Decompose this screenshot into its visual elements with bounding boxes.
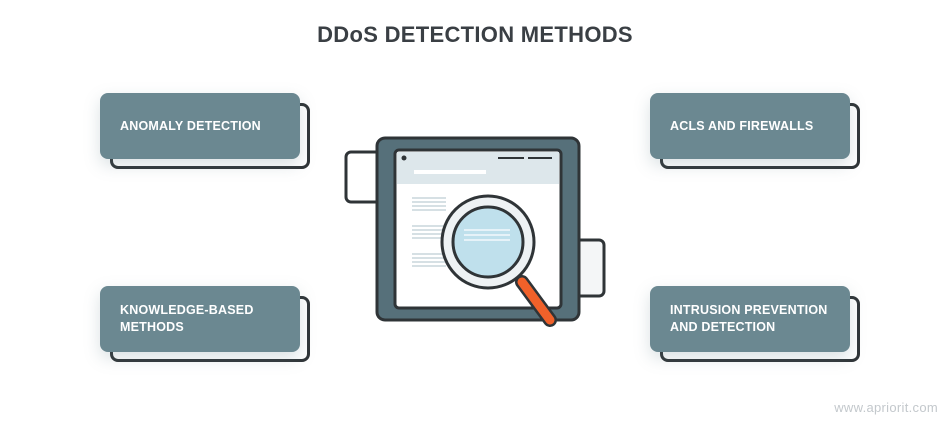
method-card-knowledge-based-methods: KNOWLEDGE-BASED METHODS — [100, 286, 310, 362]
card-fill: ANOMALY DETECTION — [100, 93, 300, 159]
method-card-intrusion-prevention-and-detection: INTRUSION PREVENTION AND DETECTION — [650, 286, 860, 362]
method-card-anomaly-detection: ANOMALY DETECTION — [100, 93, 310, 169]
card-fill: INTRUSION PREVENTION AND DETECTION — [650, 286, 850, 352]
method-label: ACLS AND FIREWALLS — [670, 118, 814, 133]
method-label: ANOMALY DETECTION — [120, 118, 261, 133]
watermark: www.apriorit.com — [834, 400, 938, 415]
card-fill: KNOWLEDGE-BASED METHODS — [100, 286, 300, 352]
card-fill: ACLS AND FIREWALLS — [650, 93, 850, 159]
monitor-magnifier-icon — [344, 136, 606, 327]
monitor-magnifier-illustration — [340, 130, 610, 340]
diagram-title: DDoS DETECTION METHODS — [317, 22, 633, 47]
method-label: INTRUSION PREVENTION AND DETECTION — [670, 303, 828, 334]
method-label: KNOWLEDGE-BASED METHODS — [120, 303, 254, 334]
method-card-acls-and-firewalls: ACLS AND FIREWALLS — [650, 93, 860, 169]
